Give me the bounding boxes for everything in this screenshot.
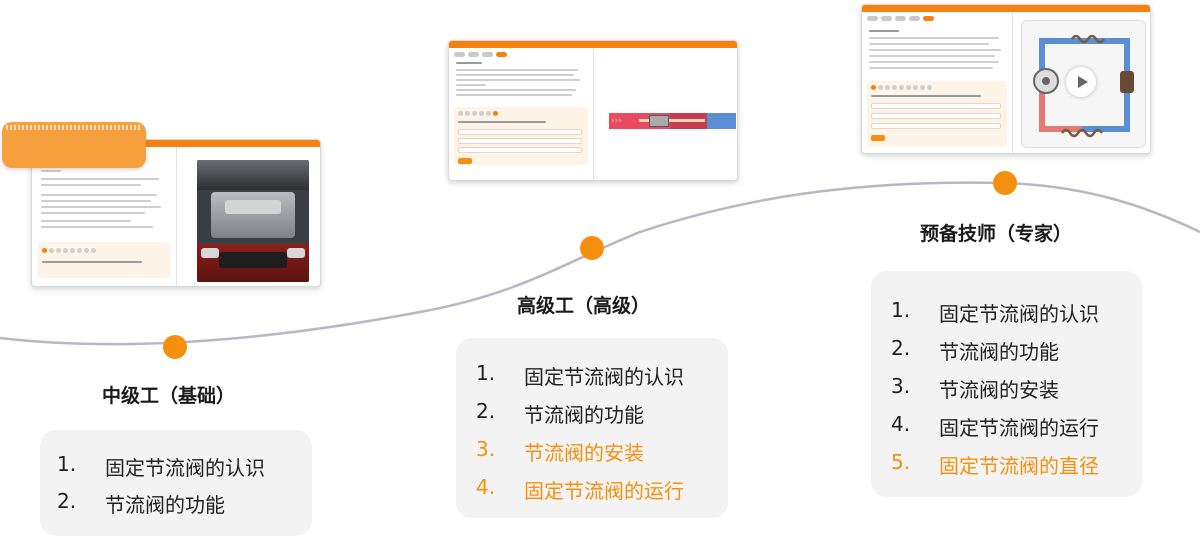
level-title-expert: 预备技师（专家） [920, 223, 1073, 245]
throttle-valve-diagram: ››› [609, 113, 736, 129]
level-title-advanced: 高级工（高级） [517, 295, 651, 317]
topic-list-intermediate: 1.固定节流阀的认识 2.节流阀的功能 [40, 430, 312, 536]
timeline-dot-advanced [580, 236, 604, 260]
level-title-intermediate: 中级工（基础） [102, 385, 236, 407]
badge-stitch [6, 125, 142, 130]
play-button[interactable] [1066, 67, 1096, 97]
topic-badge-label: 固定节流阀 [18, 14, 114, 36]
timeline-dot-intermediate [163, 335, 187, 359]
lesson-screenshot-advanced [448, 40, 738, 181]
topic-list-advanced: 1.固定节流阀的认识 2.节流阀的功能 3.节流阀的安装 4.固定节流阀的运行 [456, 338, 728, 518]
timeline-dot-expert [993, 171, 1017, 195]
topic-list-expert: 1.固定节流阀的认识 2.节流阀的功能 3.节流阀的安装 4.固定节流阀的运行 … [871, 271, 1142, 497]
engine-bay-image [197, 160, 309, 282]
